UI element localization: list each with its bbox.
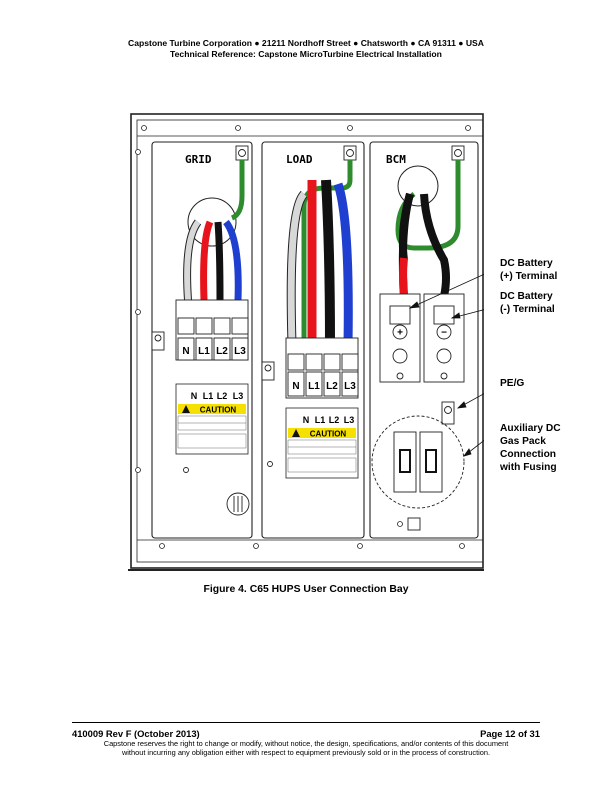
grid-label-n: N: [191, 391, 198, 401]
dc-positive-symbol: +: [397, 328, 403, 339]
load-terminal-l2: L2: [326, 381, 338, 392]
dc-negative-symbol: −: [441, 328, 447, 339]
load-label-l3: L3: [344, 415, 355, 425]
load-terminal-n: N: [292, 381, 299, 392]
callout-dc-neg-line1: DC Battery: [500, 291, 553, 302]
load-label-l1: L1: [315, 415, 326, 425]
callout-dc-battery-positive: DC Battery (+) Terminal: [500, 257, 557, 283]
grid-caution-word: CAUTION: [200, 406, 237, 415]
grid-terminal-n: N: [182, 346, 189, 357]
load-caution-word: CAUTION: [310, 430, 347, 439]
callout-aux-dc: Auxiliary DC Gas Pack Connection with Fu…: [500, 422, 561, 474]
callout-dc-pos-line1: DC Battery: [500, 258, 553, 269]
load-caution-label: N L1 L2 L3 CAUTION: [285, 407, 359, 479]
grid-terminal-l2: L2: [216, 346, 228, 357]
load-label-n: N: [303, 415, 310, 425]
load-misc-hardware: [261, 361, 275, 467]
grid-label-l2: L2: [217, 391, 228, 401]
load-terminal-block: [285, 337, 359, 399]
header-document-title: Technical Reference: Capstone MicroTurbi…: [170, 49, 442, 59]
ground-studs: [235, 145, 465, 161]
enclosure: [128, 113, 484, 571]
connection-bay-figure: GRID LOAD BCM N L1 L2 L3 N L1 L2: [128, 113, 484, 571]
footer-disclaimer-line1: Capstone reserves the right to change or…: [103, 739, 509, 748]
load-terminal-l3: L3: [344, 381, 356, 392]
grid-misc-hardware: [151, 331, 250, 516]
callout-dc-pos-line2: (+) Terminal: [500, 271, 558, 282]
grid-terminal-l3: L3: [234, 346, 246, 357]
grid-terminal-block: [175, 299, 249, 361]
grid-label-l1: L1: [203, 391, 214, 401]
grid-caution-label: N L1 L2 L3 CAUTION: [175, 383, 249, 455]
callout-aux-line4: with Fusing: [500, 462, 557, 473]
header-company-line: Capstone Turbine Corporation ● 21211 Nor…: [128, 38, 484, 48]
load-label-l2: L2: [329, 415, 340, 425]
callout-aux-line2: Gas Pack: [500, 436, 546, 447]
callout-dc-battery-negative: DC Battery (-) Terminal: [500, 290, 555, 316]
footer-rule: [72, 722, 540, 723]
bcm-wiring: [395, 160, 461, 297]
load-wiring: [286, 160, 353, 345]
bay-title-load: LOAD: [286, 153, 313, 166]
callout-aux-line3: Connection: [500, 449, 557, 460]
callout-aux-line1: Auxiliary DC: [500, 423, 561, 434]
footer-page-number: Page 12 of 31: [480, 728, 540, 739]
callout-peg: PE/G: [500, 378, 525, 389]
grid-terminal-l1: L1: [198, 346, 210, 357]
figure-caption: Figure 4. C65 HUPS User Connection Bay: [203, 584, 409, 595]
enclosure-screws: [135, 125, 471, 549]
grid-wiring: [183, 160, 245, 301]
bcm-battery-terminals: [379, 293, 465, 383]
bay-title-grid: GRID: [185, 153, 212, 166]
aux-fuse-holder: [371, 415, 465, 531]
bay-title-bcm: BCM: [386, 153, 406, 166]
grid-terminal-labels: N L1 L2 L3: [182, 346, 246, 357]
grid-label-l3: L3: [233, 391, 244, 401]
load-terminal-labels: N L1 L2 L3: [292, 381, 356, 392]
footer-doc-id: 410009 Rev F (October 2013): [72, 728, 200, 739]
footer-disclaimer-line2: without incurring any obligation either …: [121, 748, 491, 757]
callout-dc-neg-line2: (-) Terminal: [500, 304, 555, 315]
load-terminal-l1: L1: [308, 381, 320, 392]
peg-stud: [441, 401, 455, 425]
callout-leaders: [408, 273, 484, 457]
